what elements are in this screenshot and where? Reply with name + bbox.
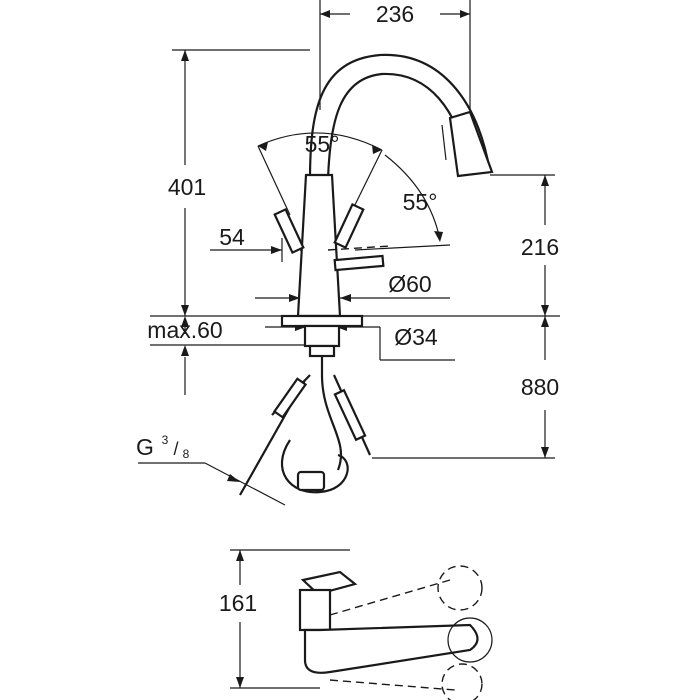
faucet-body [239,53,494,496]
label-lever-height: 161 [219,590,257,616]
label-max-counter: max.60 [147,317,222,343]
plan-view [298,565,493,700]
label-total-height: 401 [168,174,206,200]
label-reach: 236 [376,1,414,27]
label-thread-slash: / [173,439,178,459]
label-thread-g: G [136,434,154,460]
label-hose-length: 880 [521,374,559,400]
label-lever-offset: 54 [219,224,245,250]
label-outlet-height: 216 [521,234,559,260]
label-base-diameter: Ø60 [388,271,431,297]
label-thread-den: 8 [183,447,190,461]
label-hole-diameter: Ø34 [394,324,438,350]
label-lever-angle: 55° [403,189,438,215]
label-spout-angle: 55° [305,131,340,157]
label-thread-num: 3 [162,433,169,447]
